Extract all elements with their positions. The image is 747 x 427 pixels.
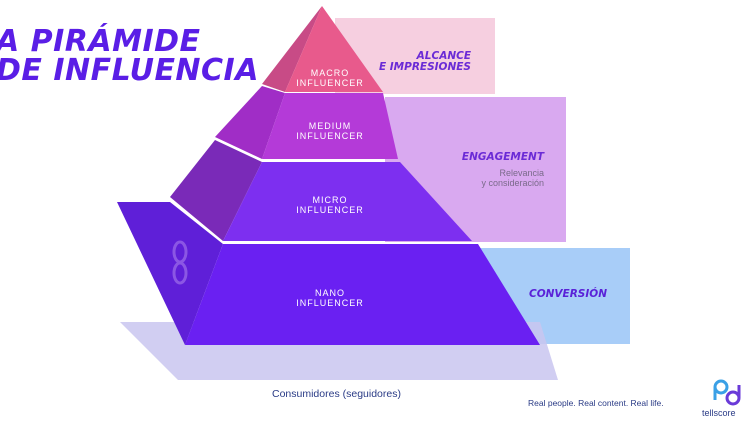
tagline: Real people. Real content. Real life. <box>528 398 664 408</box>
infinity-mark-icon <box>172 240 188 285</box>
micro-tier-side <box>170 140 262 241</box>
title-line-1: A PIRÁMIDE <box>0 24 201 59</box>
title-line-2: DE INFLUENCIA <box>0 53 259 88</box>
nano-tier-front <box>185 244 540 345</box>
conversion-label: CONVERSIÓN <box>529 288 607 300</box>
base-label: Consumidores (seguidores) <box>272 388 401 400</box>
tellscore-logo-icon <box>713 379 741 406</box>
macro-tier-side <box>262 6 322 92</box>
nano-influencer-label: NANO INFLUENCER <box>296 288 364 309</box>
nano-tier-side <box>117 202 223 345</box>
alcance-label: ALCANCE E IMPRESIONES <box>378 50 471 74</box>
engagement-sublabel: Relevancia y consideración <box>481 168 544 188</box>
micro-influencer-label: MICRO INFLUENCER <box>296 195 364 216</box>
medium-tier-front <box>262 93 398 159</box>
micro-tier-front <box>223 162 472 241</box>
macro-influencer-label: MACRO INFLUENCER <box>296 68 364 89</box>
medium-tier-side <box>215 86 285 159</box>
medium-influencer-label: MEDIUM INFLUENCER <box>296 121 364 142</box>
macro-tier-front <box>285 6 383 92</box>
brand-name: tellscore <box>702 408 736 418</box>
engagement-label: ENGAGEMENT <box>461 151 544 163</box>
